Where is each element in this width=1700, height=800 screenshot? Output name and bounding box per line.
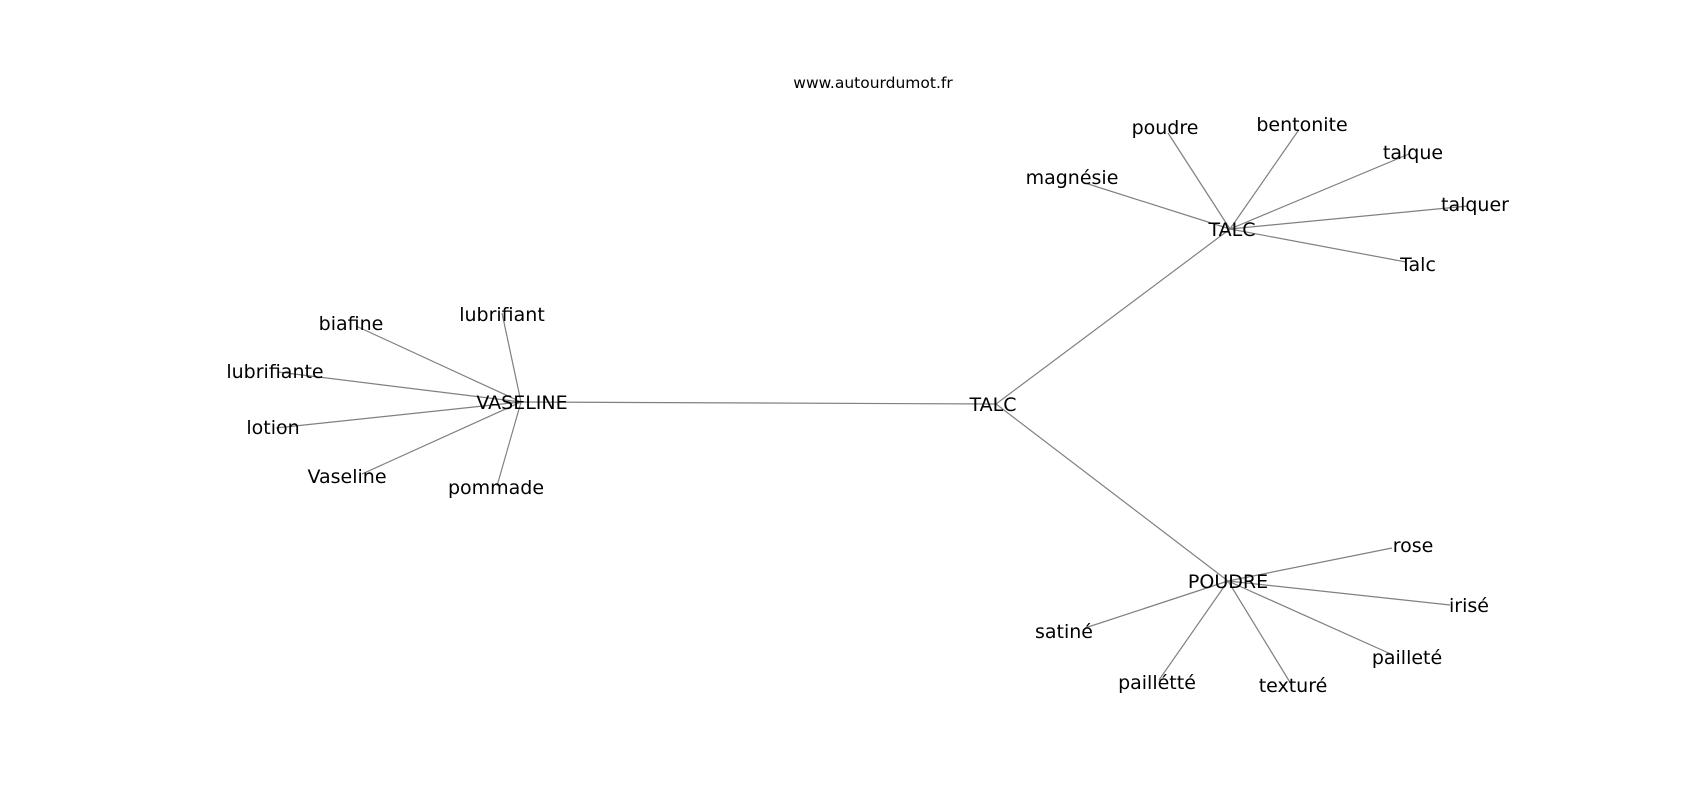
edge-talc-talc — [1229, 228, 1407, 263]
labels: TALC VASELINE lubrifiant biafine lubrifi… — [226, 114, 1509, 697]
edge-poudre-pailltte — [1158, 580, 1229, 681]
site-watermark: www.autourdumot.fr — [793, 74, 953, 92]
node-hub-talc: TALC — [1208, 219, 1256, 241]
edge-center-poudre — [995, 403, 1229, 582]
edge-center-talc — [995, 228, 1231, 405]
edge-vaseline-pommade — [496, 401, 522, 487]
edge-talc-bentonite — [1229, 130, 1299, 230]
edge-center-vaseline — [520, 401, 997, 405]
node-hub-vaseline: VASELINE — [476, 392, 567, 414]
edge-poudre-satine — [1084, 580, 1229, 629]
node-leaf-vaseline: Vaseline — [307, 466, 386, 488]
node-leaf-rose: rose — [1393, 535, 1434, 557]
node-leaf-pailltte: paillétté — [1118, 672, 1196, 694]
edge-poudre-irise — [1227, 580, 1451, 606]
edge-vaseline-lubrifiant — [501, 312, 522, 403]
edge-vaseline-lubrifiante — [277, 371, 522, 403]
edge-talc-magnesie — [1084, 182, 1231, 230]
node-leaf-talque: talque — [1383, 142, 1443, 164]
node-leaf-biafine: biafine — [319, 313, 384, 335]
edge-talc-poudre — [1167, 132, 1231, 230]
node-leaf-satine: satiné — [1035, 621, 1093, 643]
node-leaf-lubrifiant: lubrifiant — [459, 304, 545, 326]
edge-poudre-texture — [1227, 580, 1292, 685]
node-center: TALC — [969, 394, 1017, 416]
edge-vaseline-lotion — [275, 401, 522, 429]
node-leaf-poudre: poudre — [1132, 117, 1199, 139]
edge-vaseline-vaseline — [361, 401, 522, 475]
node-leaf-pommade: pommade — [448, 477, 544, 499]
node-leaf-lotion: lotion — [246, 417, 299, 439]
edge-poudre-paillete — [1227, 580, 1394, 656]
node-leaf-talc: Talc — [1399, 254, 1436, 276]
edge-poudre-rose — [1227, 547, 1393, 582]
node-leaf-magnesie: magnésie — [1026, 167, 1119, 189]
edges — [275, 130, 1469, 685]
node-leaf-talquer: talquer — [1441, 194, 1509, 216]
node-leaf-irise: irisé — [1449, 595, 1489, 617]
node-leaf-texture: texturé — [1259, 675, 1328, 697]
node-hub-poudre: POUDRE — [1188, 571, 1268, 593]
node-leaf-lubrifiante: lubrifiante — [226, 361, 323, 383]
node-leaf-bentonite: bentonite — [1256, 114, 1347, 136]
node-leaf-paillete: pailleté — [1372, 647, 1442, 669]
edge-talc-talque — [1229, 153, 1410, 230]
edge-vaseline-biafine — [355, 325, 522, 403]
edge-talc-talquer — [1229, 205, 1469, 230]
